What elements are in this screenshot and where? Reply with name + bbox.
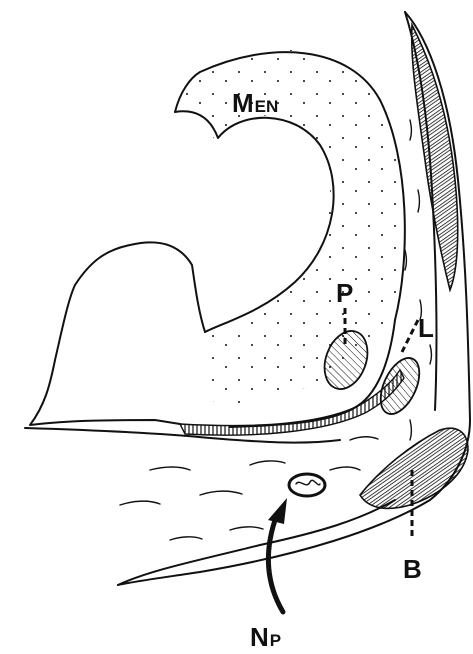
lower-edge [118, 500, 395, 585]
muscle-bundle-b [360, 428, 468, 508]
leader-l [402, 320, 418, 352]
label-l: L [418, 313, 434, 343]
label-np: NP [250, 622, 281, 652]
tibial-inner-outline [30, 242, 205, 425]
lesion-l [373, 352, 427, 420]
arrow-np [268, 520, 283, 612]
label-b: B [403, 554, 422, 584]
meniscus-region [175, 50, 404, 405]
label-p: P [336, 278, 353, 308]
arrowhead-np [268, 498, 287, 524]
